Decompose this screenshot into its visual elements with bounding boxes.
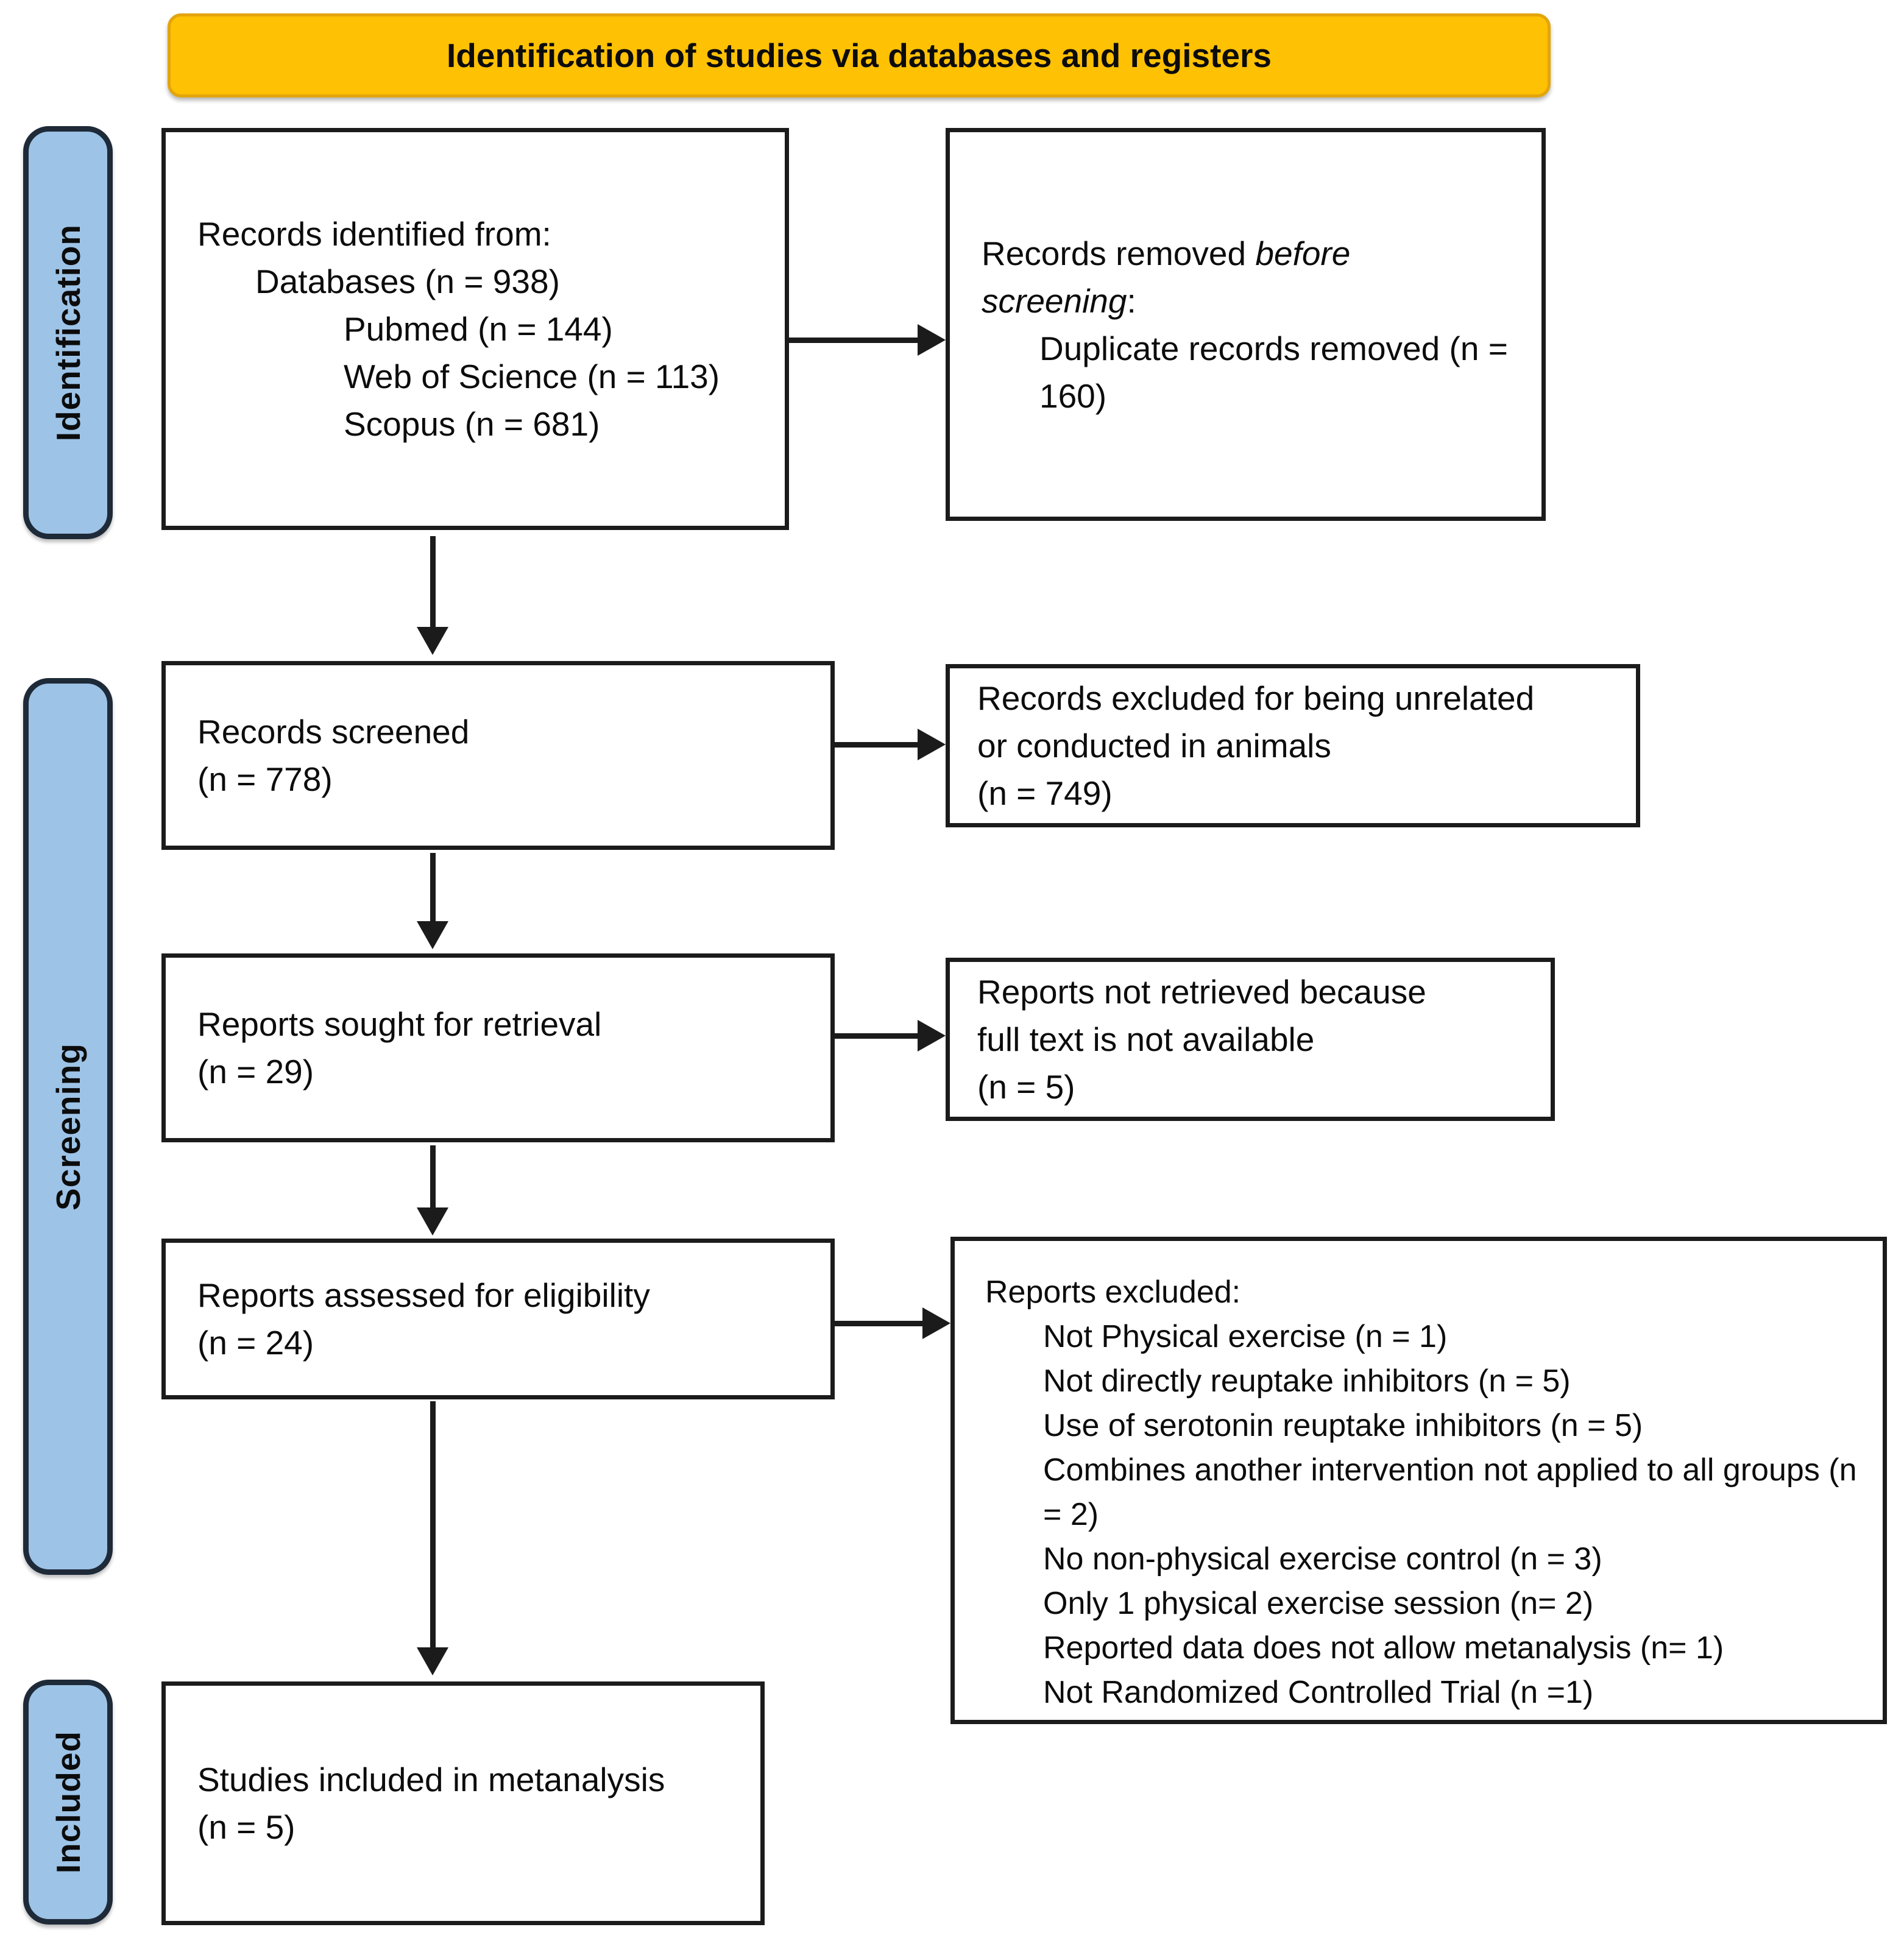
arrow-head-icon <box>417 627 448 655</box>
box-reports-not-retrieved: Reports not retrieved because full text … <box>946 958 1555 1121</box>
studies-included-count: (n = 5) <box>197 1808 296 1846</box>
stage-screening-label: Screening <box>49 1042 87 1211</box>
records-identified-scopus: Scopus (n = 681) <box>344 405 600 443</box>
arrow-identified-to-screened <box>417 536 448 655</box>
reports-not-retrieved-line1: Reports not retrieved because <box>977 973 1426 1011</box>
box-records-identified: Records identified from: Databases (n = … <box>161 128 789 530</box>
box-studies-included: Studies included in metanalysis (n = 5) <box>161 1681 765 1925</box>
reports-excluded-item: Combines another intervention not applie… <box>1043 1452 1857 1532</box>
reports-assessed-count: (n = 24) <box>197 1324 314 1362</box>
reports-sought-line1: Reports sought for retrieval <box>197 1005 602 1043</box>
reports-excluded-item: Not directly reuptake inhibitors (n = 5) <box>1043 1363 1571 1399</box>
arrow-head-icon <box>922 1307 950 1339</box>
box-reports-sought: Reports sought for retrieval (n = 29) <box>161 953 835 1142</box>
records-identified-title: Records identified from: <box>197 215 551 253</box>
reports-assessed-line1: Reports assessed for eligibility <box>197 1276 650 1314</box>
stage-included: Included <box>23 1680 113 1925</box>
arrow-head-icon <box>417 1207 448 1236</box>
arrow-head-icon <box>918 729 946 760</box>
records-removed-duplicates: Duplicate records removed (n = 160) <box>1039 329 1508 415</box>
reports-excluded-item: Use of serotonin reuptake inhibitors (n … <box>1043 1408 1643 1443</box>
arrow-shaft <box>833 741 918 748</box>
arrow-screened-to-excluded <box>833 729 946 760</box>
stage-identification: Identification <box>23 126 113 539</box>
arrow-shaft <box>430 1145 436 1207</box>
reports-excluded-item: Reported data does not allow metanalysis… <box>1043 1630 1724 1666</box>
stage-identification-label: Identification <box>49 224 87 442</box>
banner: Identification of studies via databases … <box>168 13 1551 97</box>
arrow-shaft <box>430 536 436 627</box>
arrow-assessed-to-excluded <box>833 1307 950 1339</box>
arrow-head-icon <box>918 324 946 356</box>
reports-excluded-item: Only 1 physical exercise session (n= 2) <box>1043 1586 1594 1621</box>
arrow-assessed-to-included <box>417 1401 448 1675</box>
studies-included-line1: Studies included in metanalysis <box>197 1761 665 1798</box>
box-records-screened: Records screened (n = 778) <box>161 661 835 850</box>
box-reports-excluded: Reports excluded: Not Physical exercise … <box>950 1237 1887 1724</box>
arrow-shaft <box>788 337 918 343</box>
reports-excluded-item: Not Randomized Controlled Trial (n =1) <box>1043 1675 1594 1710</box>
records-removed-title: Records removed before screening: <box>982 234 1351 320</box>
arrow-shaft <box>833 1320 922 1326</box>
arrow-identified-to-removed <box>788 324 946 356</box>
box-records-excluded-screening: Records excluded for being unrelated or … <box>946 664 1640 827</box>
arrow-shaft <box>833 1033 918 1039</box>
records-excluded-line1: Records excluded for being unrelated <box>977 679 1535 717</box>
arrow-sought-to-not-retrieved <box>833 1020 946 1052</box>
stage-screening: Screening <box>23 678 113 1575</box>
stage-included-label: Included <box>49 1730 87 1874</box>
reports-excluded-item: Not Physical exercise (n = 1) <box>1043 1319 1448 1354</box>
records-identified-web-of-science: Web of Science (n = 113) <box>344 358 720 395</box>
records-removed-title-italic: before screening <box>982 234 1351 320</box>
reports-excluded-item: No non-physical exercise control (n = 3) <box>1043 1541 1602 1577</box>
reports-excluded-title: Reports excluded: <box>985 1275 1241 1310</box>
arrow-head-icon <box>417 921 448 949</box>
records-screened-line1: Records screened <box>197 713 470 751</box>
arrow-head-icon <box>918 1020 946 1052</box>
box-records-removed: Records removed before screening: Duplic… <box>946 128 1546 521</box>
records-screened-count: (n = 778) <box>197 760 333 798</box>
reports-not-retrieved-count: (n = 5) <box>977 1068 1075 1106</box>
box-reports-assessed: Reports assessed for eligibility (n = 24… <box>161 1239 835 1399</box>
arrow-sought-to-assessed <box>417 1145 448 1236</box>
arrow-head-icon <box>417 1647 448 1675</box>
arrow-shaft <box>430 1401 436 1647</box>
arrow-shaft <box>430 853 436 921</box>
records-identified-pubmed: Pubmed (n = 144) <box>344 310 613 348</box>
banner-title: Identification of studies via databases … <box>447 37 1272 74</box>
reports-not-retrieved-line2: full text is not available <box>977 1020 1315 1058</box>
reports-sought-count: (n = 29) <box>197 1053 314 1091</box>
records-identified-databases: Databases (n = 938) <box>255 263 560 300</box>
records-excluded-line2: or conducted in animals <box>977 727 1331 765</box>
arrow-screened-to-sought <box>417 853 448 949</box>
records-excluded-count: (n = 749) <box>977 774 1113 812</box>
